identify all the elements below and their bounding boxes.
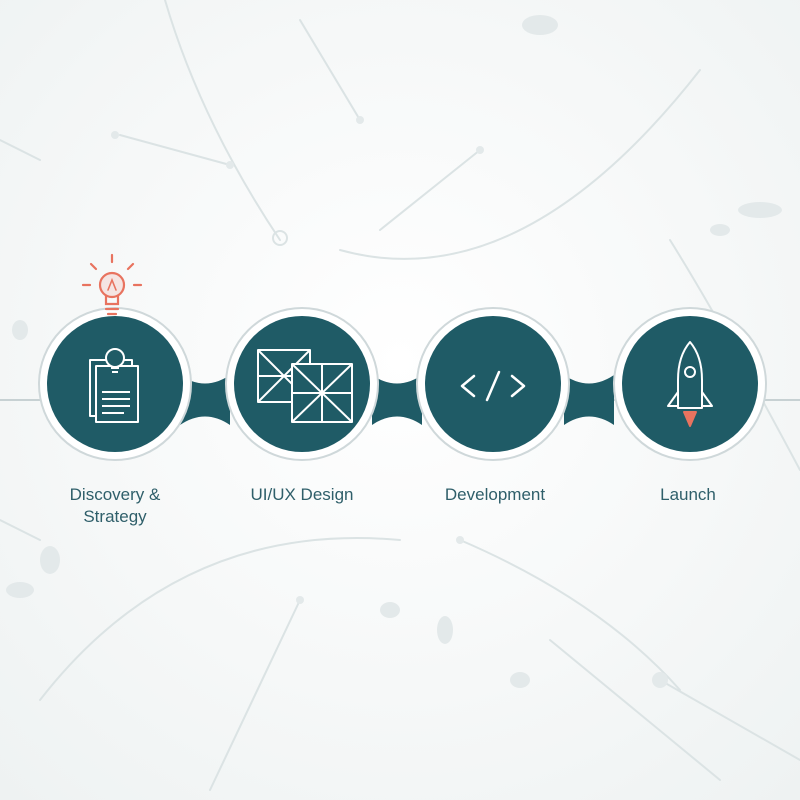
step-label-design: UI/UX Design [250,485,354,504]
connector-3-4 [564,375,614,425]
step-node-development[interactable] [416,307,570,461]
rocket-icon [667,341,713,427]
document-lightbulb-icon [89,348,139,423]
step-label-discovery-line2: Strategy [83,507,147,526]
step-node-design[interactable] [225,307,379,461]
lightbulb-icon [81,253,143,316]
step-label-development: Development [444,485,546,504]
code-icon [460,370,526,402]
step-node-launch[interactable] [613,307,767,461]
connectors [180,375,614,425]
step-label-discovery: Discovery & Strategy [40,484,190,528]
step-label-discovery-line1: Discovery & [69,485,161,504]
wireframe-icon [257,349,353,423]
connector-1-2 [180,375,230,425]
step-node-discovery[interactable] [38,307,192,461]
step-label-launch: Launch [660,485,716,504]
connector-2-3 [372,375,422,425]
